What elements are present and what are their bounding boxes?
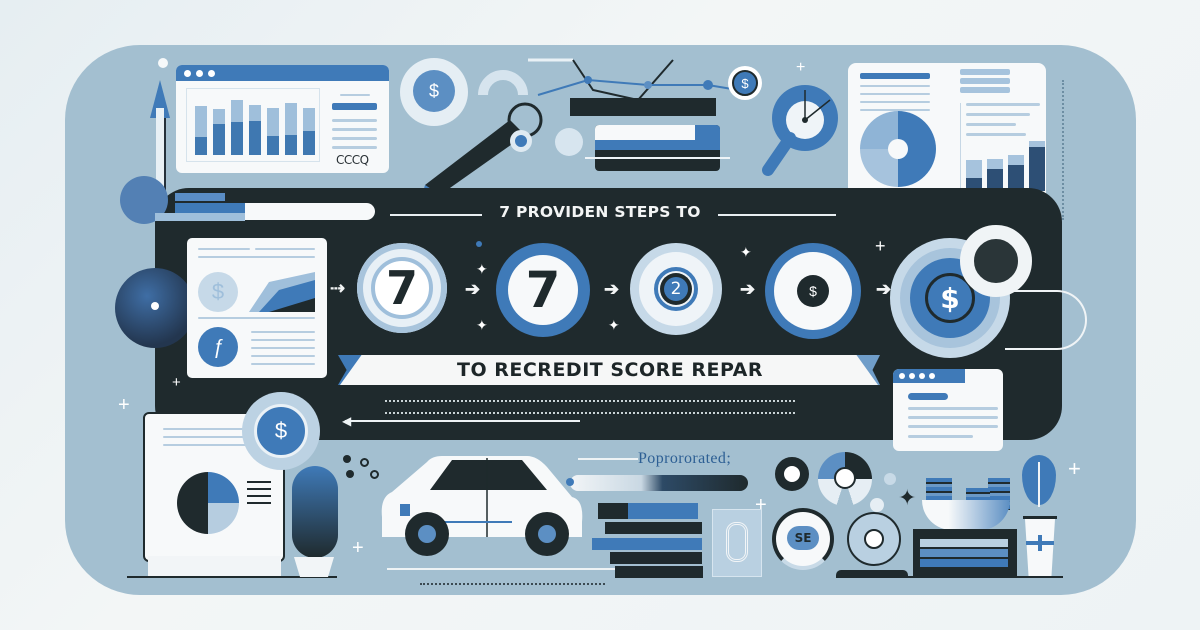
dollar-coin-icon: $ — [413, 70, 455, 112]
outline-shape — [1005, 290, 1087, 350]
plus-icon: + — [118, 394, 130, 416]
bar — [213, 109, 225, 155]
window-titlebar — [176, 65, 389, 81]
dot-decoration — [360, 458, 369, 467]
step-number: 7 — [385, 261, 418, 315]
ring-decoration — [960, 225, 1032, 297]
bar — [1029, 141, 1045, 191]
sparkle-icon: ✦ — [608, 317, 620, 333]
divider — [585, 157, 730, 159]
sparkle-icon: ✦ — [898, 485, 917, 510]
currency-coin-icon: $ — [254, 404, 308, 458]
title-rule-left — [390, 214, 482, 216]
book-stack — [598, 503, 698, 519]
banner-ribbon — [340, 355, 878, 385]
dollar-coin-icon: $ — [198, 272, 238, 312]
plus-icon: + — [875, 236, 886, 256]
bar — [285, 103, 297, 155]
step-4[interactable]: $ — [765, 243, 861, 339]
plus-icon: + — [755, 494, 767, 516]
window-label: CCCQ — [336, 153, 369, 167]
dollar-coin-icon: $ — [732, 70, 758, 96]
title-rule-right — [718, 214, 836, 216]
report-window: $ ƒ — [187, 238, 327, 378]
sparkle-icon: ✦ — [476, 317, 488, 333]
step-1[interactable]: 7 — [357, 243, 447, 333]
block-decoration — [155, 213, 245, 221]
dotted-divider — [1062, 80, 1064, 220]
plant-pot — [294, 557, 334, 577]
pie-chart — [177, 472, 239, 534]
document-icon — [712, 509, 762, 577]
back-arrow-icon: ◀ — [342, 414, 352, 428]
bar — [267, 108, 279, 155]
block-decoration — [175, 193, 225, 201]
plus-icon: + — [1068, 456, 1081, 481]
gauge-badge — [772, 508, 834, 570]
bar-chart — [186, 88, 320, 162]
dark-rail — [570, 98, 716, 116]
bar — [231, 99, 243, 155]
currency-coin-icon: ƒ — [198, 327, 238, 367]
back-arrow-line — [345, 420, 580, 422]
dotted-line — [420, 583, 605, 585]
car-icon — [381, 456, 583, 556]
desk-line — [127, 576, 337, 578]
plant-leaf-icon — [292, 466, 338, 558]
bar — [966, 160, 982, 191]
plus-icon: + — [796, 59, 806, 76]
laptop-base — [148, 556, 281, 578]
dot-decoration — [476, 241, 482, 247]
gauge-label: SE — [787, 526, 819, 550]
caption-text: Poprororated; — [638, 450, 732, 467]
up-arrow-icon — [150, 80, 170, 198]
circle-decoration — [555, 128, 583, 156]
dot-decoration — [151, 302, 159, 310]
dotted-line — [385, 400, 795, 402]
sparkle-icon: ✦ — [740, 244, 752, 260]
step-3[interactable]: 2 — [630, 243, 722, 335]
step-number: 7 — [525, 261, 561, 319]
magnifier-gauge-icon — [762, 85, 838, 176]
arrow-icon: ➔ — [465, 279, 481, 299]
arrow-icon: ➔ — [740, 279, 756, 299]
bar — [987, 159, 1003, 191]
arrow-icon: ➔ — [876, 279, 892, 299]
dashboard-window: CCCQ — [176, 65, 389, 173]
arrow-icon: ⇢ — [330, 278, 346, 298]
arrow-icon: ➔ — [604, 279, 620, 299]
plus-icon: + — [172, 374, 181, 391]
ring-icon — [775, 457, 809, 491]
bar — [1008, 155, 1024, 191]
step-2[interactable]: 7 — [496, 243, 590, 337]
bar — [249, 104, 261, 155]
bar — [303, 108, 315, 155]
bar-chart — [966, 141, 1048, 191]
coin-halo: $ — [728, 66, 762, 100]
dot-decoration — [158, 58, 168, 68]
bowl-icon — [922, 500, 1010, 530]
mini-window — [893, 369, 1003, 451]
dotted-line — [385, 412, 795, 414]
stand — [836, 570, 908, 578]
area-chart — [249, 272, 315, 312]
banner-text: TO RECREDIT SCORE REPAR — [457, 359, 763, 381]
bar — [195, 105, 207, 155]
shelf-line — [905, 576, 1063, 578]
plus-icon: + — [352, 537, 364, 559]
pencil-icon — [570, 475, 748, 491]
pie-center — [888, 139, 908, 159]
step-number: 2 — [664, 277, 688, 301]
sparkle-icon: ✦ — [476, 261, 488, 277]
credit-card-icon — [595, 125, 720, 171]
coil-icon — [726, 522, 748, 562]
report-bubble — [848, 63, 1046, 205]
target-dot-icon — [510, 130, 532, 152]
panel-title: 7 PROVIDEN STEPS TO — [499, 203, 701, 221]
step-icon: $ — [797, 275, 829, 307]
arc-icon — [478, 70, 528, 96]
